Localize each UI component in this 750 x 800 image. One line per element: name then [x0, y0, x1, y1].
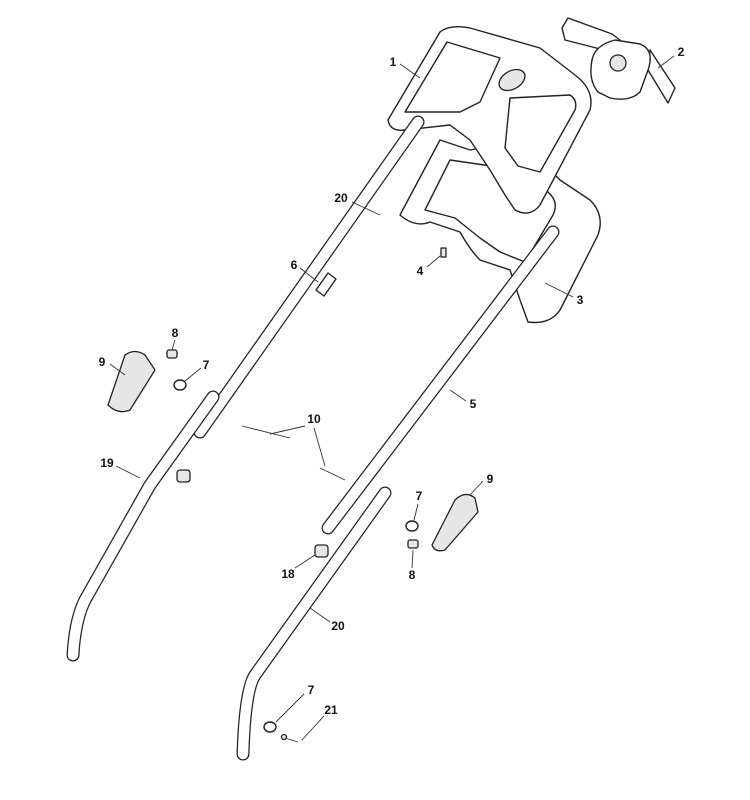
- callout-7-bottom: 7: [307, 683, 315, 697]
- callout-2: 2: [677, 45, 685, 59]
- callout-3: 3: [576, 293, 584, 307]
- knob-right-part-9: [431, 493, 479, 552]
- callout-18: 18: [281, 567, 295, 581]
- callout-7-left: 7: [202, 358, 210, 372]
- nut-left-part-8: [166, 349, 178, 359]
- washer-right-part-7: [405, 520, 419, 532]
- tube-right-upper-part-5: [321, 225, 560, 535]
- callout-21: 21: [324, 703, 338, 717]
- callout-9-right: 9: [486, 472, 494, 486]
- callout-20-upper: 20: [334, 191, 348, 205]
- control-box-part-2: [561, 17, 676, 104]
- bolts-part-10: [241, 425, 346, 481]
- callout-5: 5: [469, 397, 477, 411]
- leader-lines: [109, 55, 675, 741]
- callout-1: 1: [389, 55, 397, 69]
- screw-bottom-part-21: [284, 737, 299, 743]
- nut-right-part-8: [407, 539, 419, 549]
- cap-right-part-18: [314, 544, 329, 558]
- callout-4: 4: [416, 264, 424, 278]
- callout-7-right: 7: [415, 489, 423, 503]
- tube-left-lower-part-19: [66, 390, 220, 662]
- callout-8-left: 8: [171, 326, 179, 340]
- tube-left-upper-part-6: [193, 115, 425, 439]
- screw-part-4: [440, 247, 447, 258]
- tube-right-lower-part-20: [236, 486, 392, 761]
- callout-8-right: 8: [408, 568, 416, 582]
- callout-9-left: 9: [98, 355, 106, 369]
- callout-10: 10: [307, 412, 321, 426]
- washer-left-part-7: [173, 379, 187, 391]
- callout-20-lower: 20: [331, 619, 345, 633]
- washer-bottom-part-7: [263, 721, 277, 733]
- callout-6: 6: [290, 258, 298, 272]
- screw-head: [280, 733, 288, 741]
- callout-19: 19: [100, 456, 114, 470]
- cap-left-part-18: [176, 469, 191, 483]
- knob-left-part-9: [107, 350, 156, 413]
- upper-handle-part-1: [387, 25, 592, 214]
